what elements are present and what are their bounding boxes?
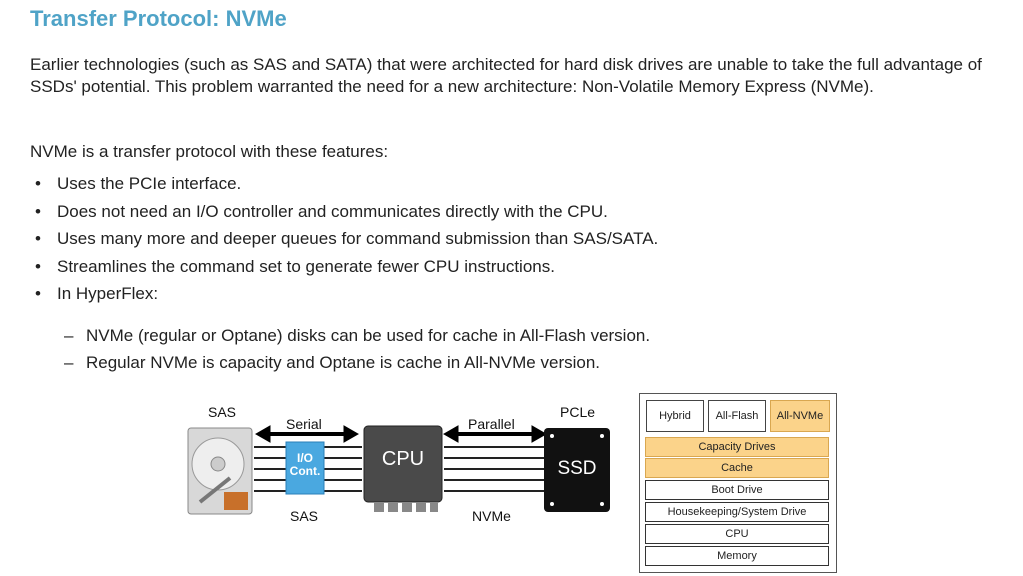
sub-item: Regular NVMe is capacity and Optane is c…: [64, 351, 650, 378]
nvme-lines: [444, 446, 546, 492]
feature-item: In HyperFlex:: [30, 282, 658, 310]
tab-hybrid: Hybrid: [646, 400, 704, 432]
cpu-chip: [363, 425, 443, 512]
pcle-label: PCLe: [560, 404, 596, 420]
hyperflex-sublist: NVMe (regular or Optane) disks can be us…: [64, 324, 650, 378]
io-controller-label: I/O Cont.: [289, 451, 321, 478]
ssd-drive: [544, 428, 610, 512]
page-title: Transfer Protocol: NVMe: [30, 6, 287, 31]
row-housekeeping: Housekeeping/System Drive: [645, 502, 829, 522]
sas-vs-nvme-diagram: SAS Serial I/O Cont. CPU Parallel PCLe S…: [180, 398, 620, 528]
tab-all-nvme: All-NVMe: [770, 400, 830, 432]
feature-item: Streamlines the command set to generate …: [30, 255, 658, 283]
parallel-arrow: [442, 425, 548, 443]
sub-item: NVMe (regular or Optane) disks can be us…: [64, 324, 650, 351]
sas-label-top: SAS: [208, 404, 237, 420]
feature-item: Does not need an I/O controller and comm…: [30, 200, 658, 228]
cpu-label: CPU: [381, 448, 425, 470]
feature-item: Uses the PCIe interface.: [30, 172, 658, 200]
row-memory: Memory: [645, 546, 829, 566]
row-capacity-drives: Capacity Drives: [645, 437, 829, 457]
intro-paragraph: Earlier technologies (such as SAS and SA…: [30, 55, 982, 96]
serial-arrow: [254, 425, 360, 443]
serial-label: Serial: [286, 416, 322, 432]
hyperflex-stack-diagram: Hybrid All-Flash All-NVMe Capacity Drive…: [639, 393, 837, 573]
io-controller-box: [285, 441, 325, 495]
row-cache: Cache: [645, 458, 829, 478]
diagram-graphics: [187, 425, 610, 515]
sas-label-bottom: SAS: [290, 508, 319, 524]
tab-all-flash: All-Flash: [708, 400, 766, 432]
parallel-label: Parallel: [468, 416, 515, 432]
row-boot-drive: Boot Drive: [645, 480, 829, 500]
feature-item: Uses many more and deeper queues for com…: [30, 227, 658, 255]
ssd-label: SSD: [557, 458, 597, 479]
feature-list: Uses the PCIe interface. Does not need a…: [30, 172, 658, 310]
features-intro: NVMe is a transfer protocol with these f…: [30, 142, 389, 161]
hard-disk-icon: [187, 427, 253, 515]
nvme-label-bottom: NVMe: [472, 508, 511, 524]
row-cpu: CPU: [645, 524, 829, 544]
